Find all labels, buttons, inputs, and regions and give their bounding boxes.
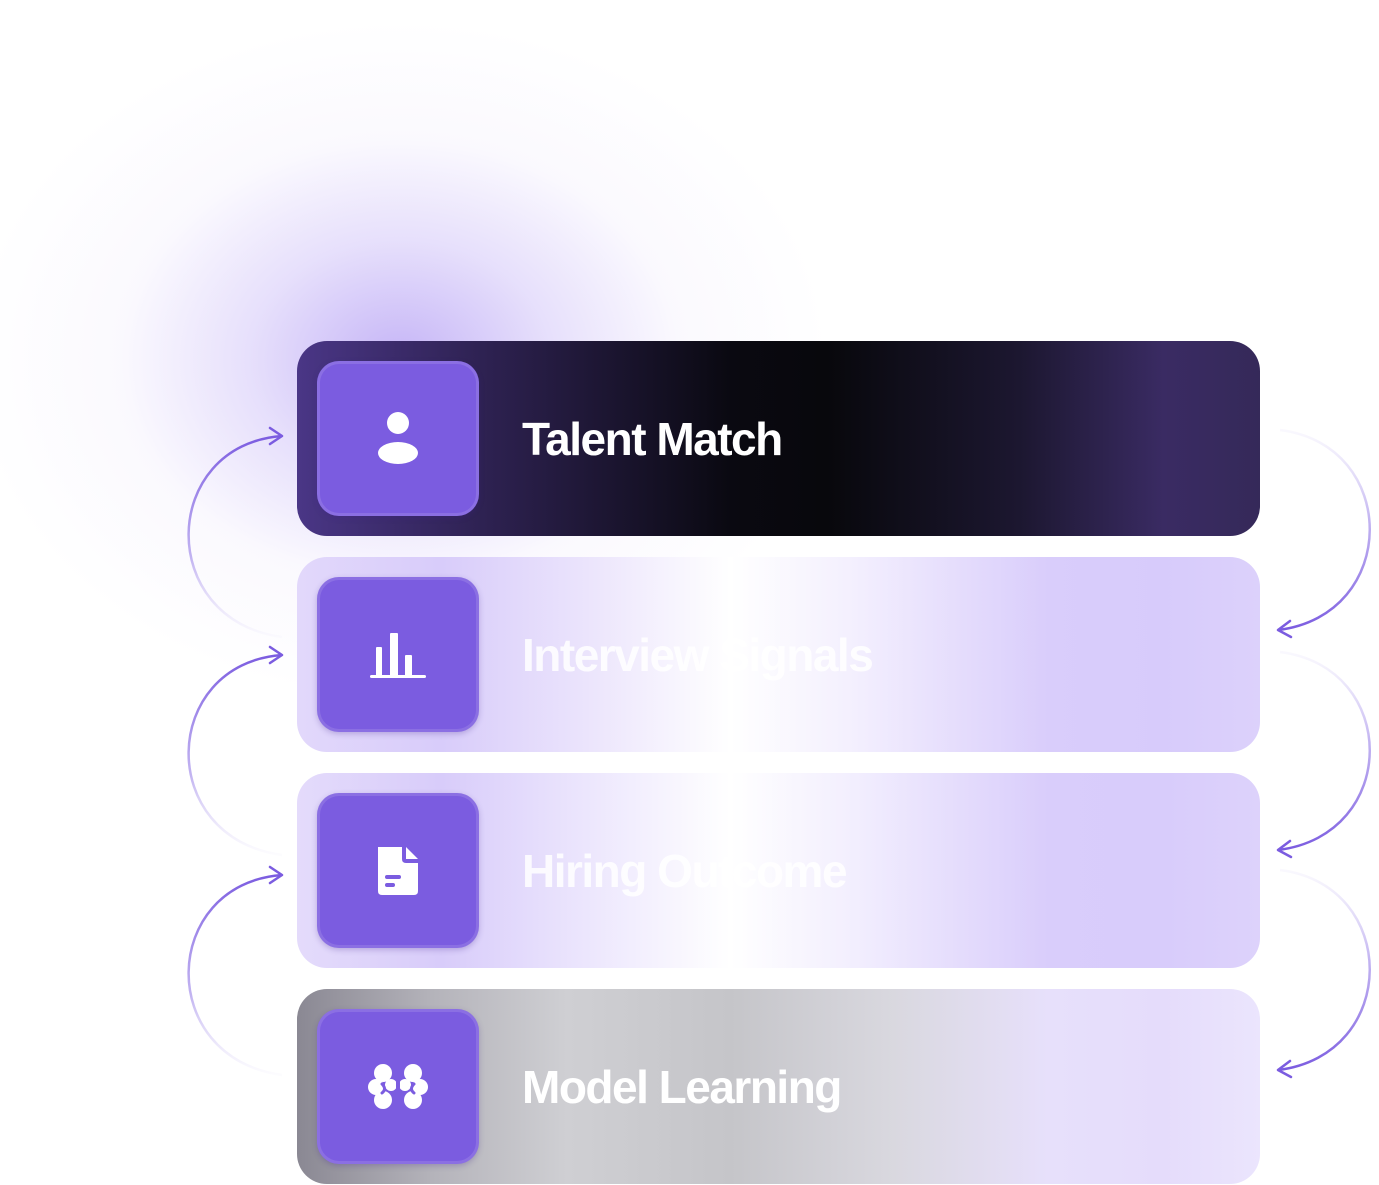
person-icon [378,411,418,464]
step-label: Hiring Outcome [522,844,848,897]
step-card-interview-signals: Interview Signals [297,557,1260,752]
right-arrows [1276,428,1371,1079]
step-card-model-learning: Model Learning [297,989,1260,1184]
icon-tile [317,361,479,516]
arrowhead-down-1 [1276,619,1293,639]
step-label: Interview Signals [522,628,874,681]
step-card-hiring-outcome: Hiring Outcome [297,773,1260,968]
icon-tile [317,1009,479,1164]
icon-tile [317,577,479,732]
bar-chart-icon [370,632,426,678]
arrow-up-3 [187,873,283,1077]
document-icon [378,846,418,895]
step-label: Model Learning [522,1060,842,1113]
arrowhead-down-2 [1276,839,1293,859]
arrowhead-down-3 [1276,1059,1293,1079]
arrow-up-1 [187,434,283,639]
arrowhead-up-3 [268,865,284,885]
arrow-down-3 [1277,868,1371,1072]
icon-tile [317,793,479,948]
arrow-up-2 [187,653,283,857]
arrowhead-up-2 [268,645,284,665]
arrow-down-1 [1277,428,1371,632]
step-card-talent-match: Talent Match [297,341,1260,536]
arrowhead-up-1 [268,426,284,446]
brain-icon [368,1062,428,1111]
step-label: Talent Match [522,412,783,465]
arrow-down-2 [1277,650,1371,852]
left-arrows [187,426,284,1077]
